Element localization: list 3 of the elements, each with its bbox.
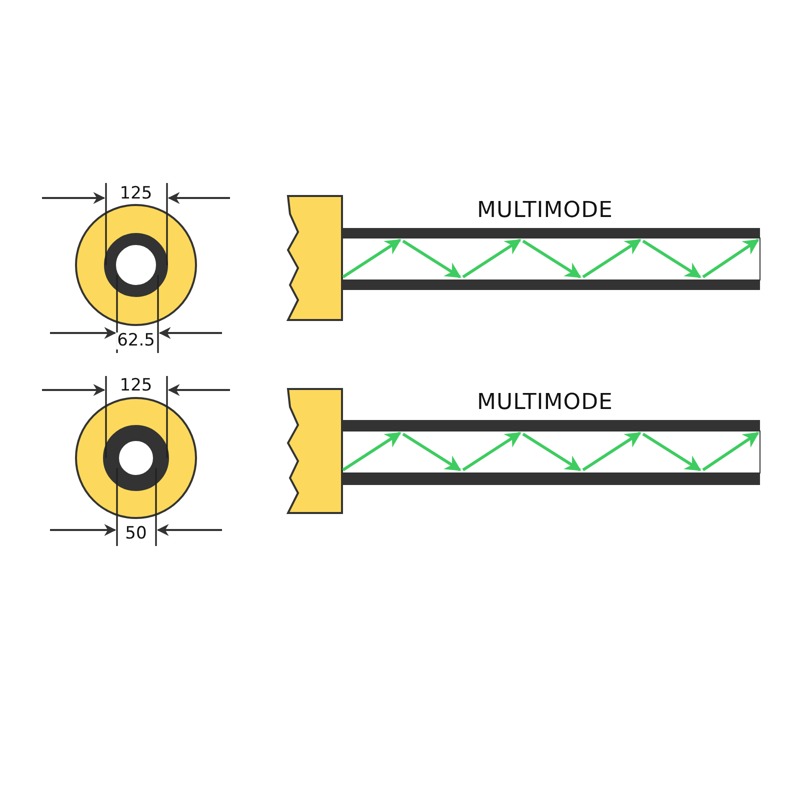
fiber-type-label: MULTIMODE — [476, 200, 614, 222]
fiber-type-label: MULTIMODE — [476, 392, 614, 414]
dimension-label: 62.5 — [116, 332, 156, 350]
